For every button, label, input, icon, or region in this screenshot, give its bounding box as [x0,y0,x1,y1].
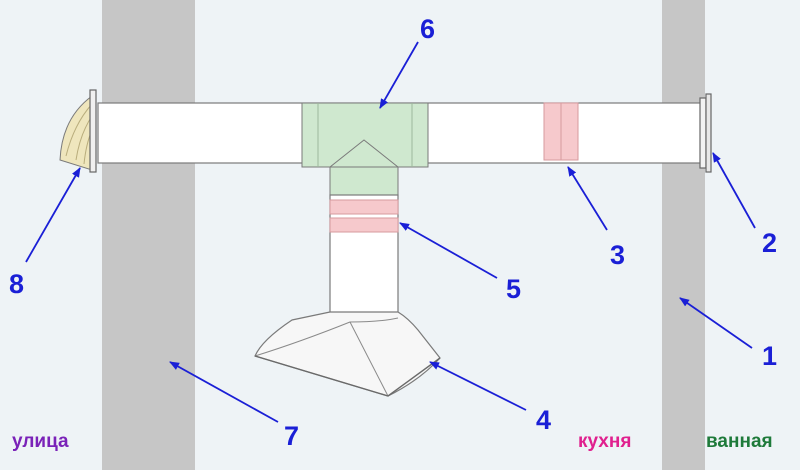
arrow-6 [379,41,419,109]
arrow-8 [25,167,81,263]
arrow-2 [712,152,756,229]
arrow-3 [567,166,608,231]
room-label-street: улица [12,431,69,452]
end-flange-cap [705,93,712,173]
room-label-kitchen: кухня [578,431,632,452]
tee-fitting [301,102,429,196]
street-wall [102,0,195,470]
arrow-4 [429,361,527,411]
vertical-duct [329,194,399,326]
vertical-clamp-bottom [329,217,399,233]
arrow-1 [679,297,753,349]
label-1: 1 [762,341,778,371]
label-2: 2 [762,228,778,258]
label-4: 4 [536,405,552,435]
label-3: 3 [610,240,626,270]
end-flange [699,97,707,169]
label-5: 5 [506,274,522,304]
bathroom-wall [662,0,705,470]
arrow-5 [399,222,498,279]
label-6: 6 [420,14,436,44]
range-hood [254,311,441,397]
room-label-bathroom: ванная [706,431,773,452]
exterior-grille [59,89,97,173]
label-7: 7 [284,421,300,451]
label-8: 8 [9,269,25,299]
arrow-7 [169,361,279,423]
vertical-clamp-top [329,199,399,215]
